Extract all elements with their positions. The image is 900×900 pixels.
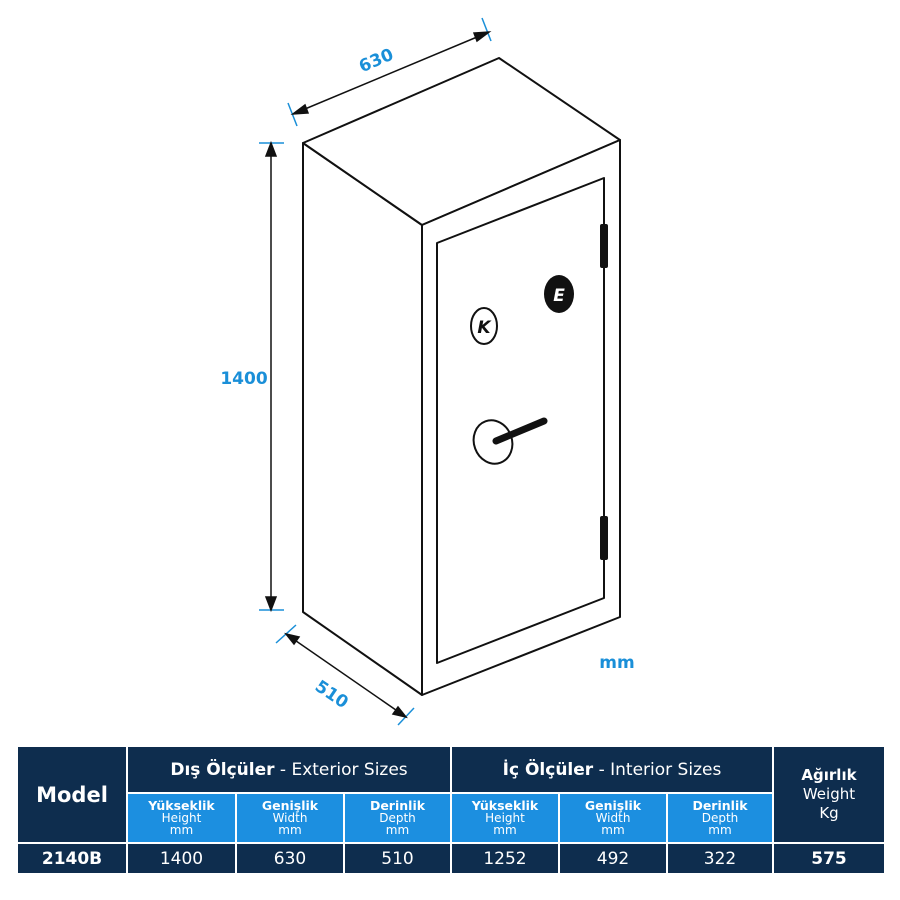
cell-int-width: 492 bbox=[560, 844, 666, 873]
model-header: Model bbox=[18, 747, 126, 842]
cell-weight: 575 bbox=[774, 844, 884, 873]
cell-int-depth: 322 bbox=[668, 844, 772, 873]
safe-diagram: K E 630 1400 510 bbox=[220, 17, 635, 726]
spec-table: Model Dış Ölçüler - Exterior Sizes İç Öl… bbox=[18, 747, 884, 873]
key-lock-icon: K bbox=[470, 307, 498, 345]
cell-ext-height: 1400 bbox=[128, 844, 235, 873]
depth-dimension-line bbox=[275, 624, 415, 726]
electronic-lock-icon: E bbox=[544, 275, 574, 313]
cell-ext-depth: 510 bbox=[345, 844, 450, 873]
svg-text:E: E bbox=[553, 286, 565, 306]
handle-icon bbox=[472, 417, 548, 465]
height-label: 1400 bbox=[220, 369, 267, 389]
interior-header: İç Ölçüler - Interior Sizes bbox=[452, 747, 772, 792]
cell-int-height: 1252 bbox=[452, 844, 558, 873]
unit-label: mm bbox=[599, 653, 634, 673]
cell-model: 2140B bbox=[18, 844, 126, 873]
hinge-bottom bbox=[600, 516, 608, 560]
depth-label: 510 bbox=[311, 677, 352, 714]
safe-side-panel bbox=[302, 142, 423, 696]
exterior-header: Dış Ölçüler - Exterior Sizes bbox=[128, 747, 450, 792]
hinge-top bbox=[600, 224, 608, 268]
width-dimension-line bbox=[287, 17, 492, 127]
safe-door bbox=[436, 177, 605, 664]
svg-text:K: K bbox=[477, 318, 492, 338]
cell-ext-width: 630 bbox=[237, 844, 343, 873]
width-label: 630 bbox=[356, 45, 397, 77]
height-dimension-line bbox=[259, 140, 284, 613]
